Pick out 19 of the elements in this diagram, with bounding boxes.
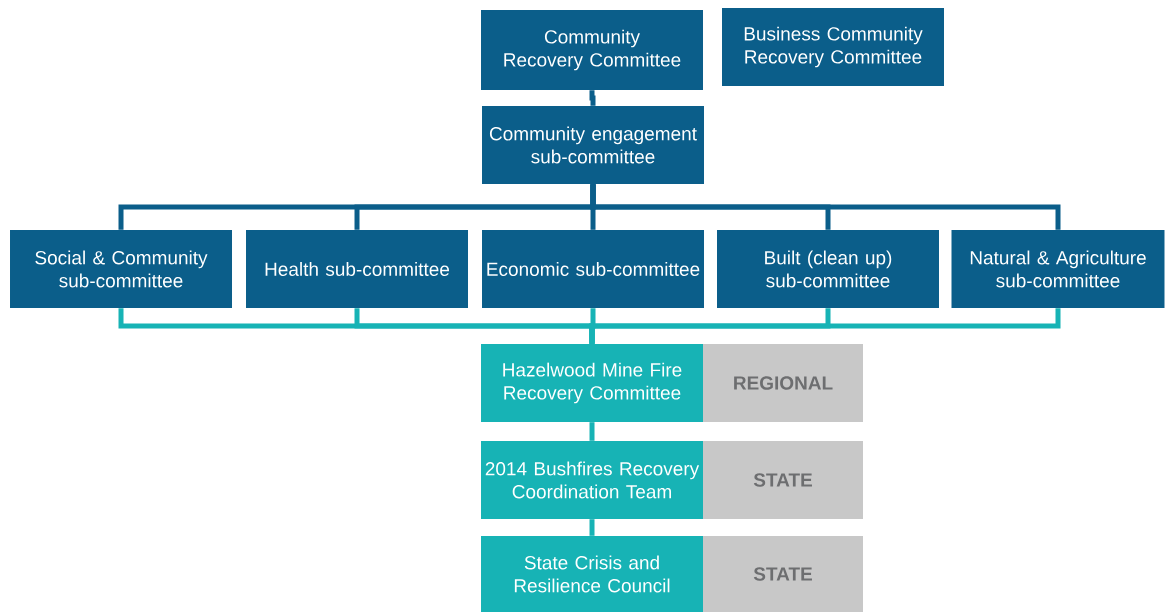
committee-box: Social & Community sub-committee xyxy=(10,230,232,308)
connector-line xyxy=(590,184,1061,230)
committee-box: State Crisis and Resilience Council xyxy=(481,536,703,612)
committee-box: Community engagement sub-committee xyxy=(482,106,704,184)
connector-line xyxy=(589,422,595,441)
committee-box: Health sub-committee xyxy=(246,230,468,308)
connector-line xyxy=(589,519,595,536)
committee-box: Natural & Agriculture sub-committee xyxy=(951,230,1165,308)
committee-box: Community Recovery Committee xyxy=(481,10,703,90)
connector-line xyxy=(589,308,1061,344)
connector-line xyxy=(589,90,596,106)
committee-box: Built (clean up) sub-committee xyxy=(717,230,939,308)
level-box: STATE xyxy=(703,441,863,519)
level-box: STATE xyxy=(703,536,863,612)
committee-box: Economic sub-committee xyxy=(482,230,704,308)
level-box: REGIONAL xyxy=(703,344,863,422)
committee-box: 2014 Bushfires Recovery Coordination Team xyxy=(481,441,703,519)
committee-box: Hazelwood Mine Fire Recovery Committee xyxy=(481,344,703,422)
committee-box: Business Community Recovery Committee xyxy=(722,8,944,86)
